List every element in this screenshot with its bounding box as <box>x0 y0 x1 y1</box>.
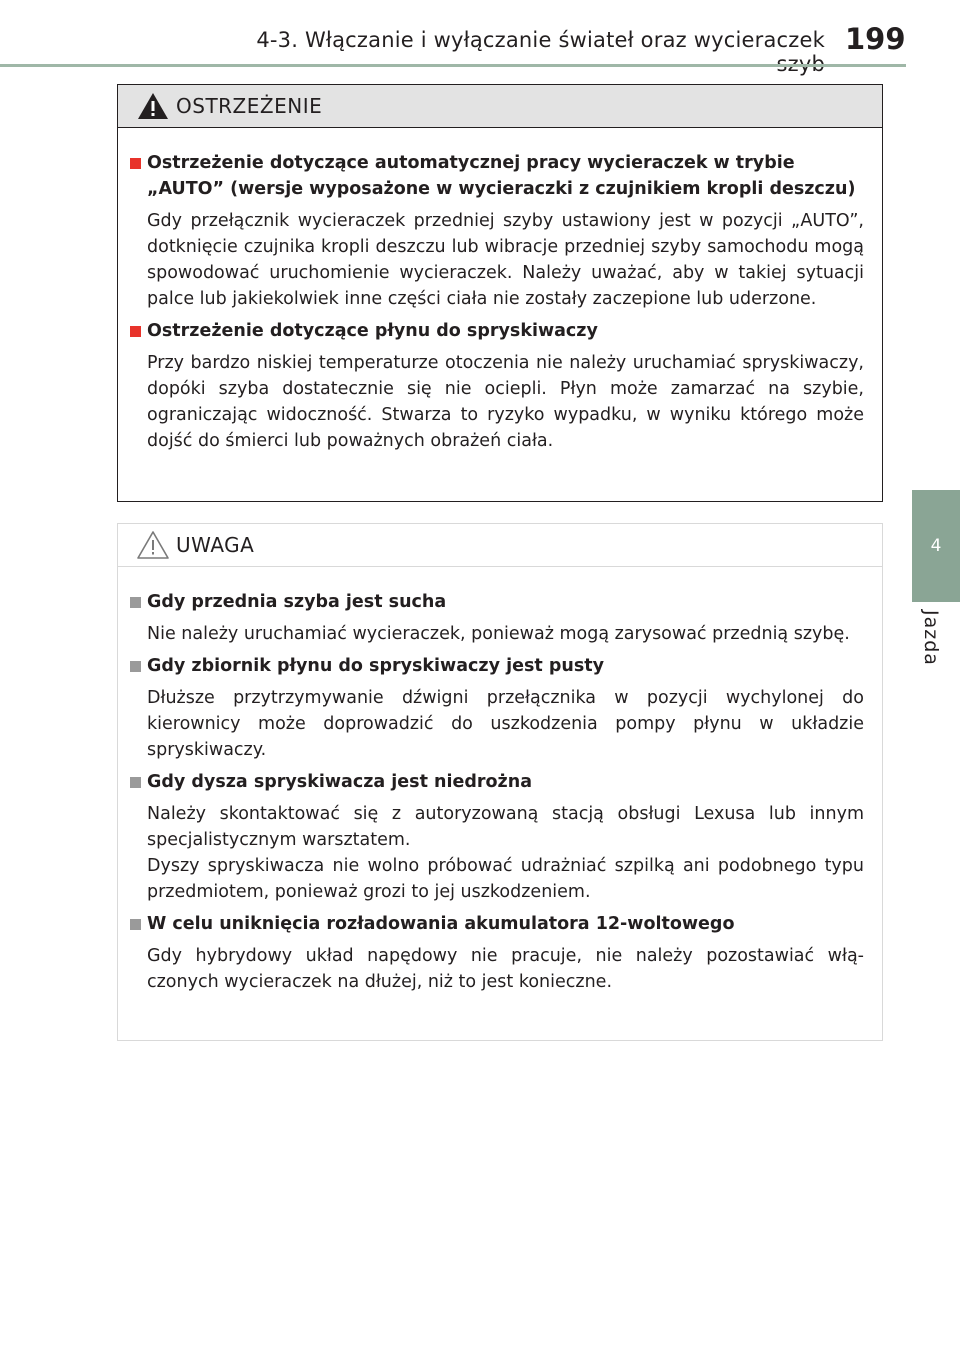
warning-item-text: Przy bardzo niskiej temperaturze otoczen… <box>147 353 864 451</box>
notice-box-body: Gdy przednia szyba jest sucha Nie należy… <box>118 567 882 995</box>
notice-item-text: Nie należy uruchamiać wycieraczek, ponie… <box>147 624 850 644</box>
gray-square-bullet-icon <box>130 661 141 672</box>
notice-item-text: Należy skontaktować się z autoryzowaną s… <box>147 804 864 902</box>
warning-item-heading: Ostrzeżenie dotyczące płynu do spryskiwa… <box>130 318 864 344</box>
notice-item-heading: Gdy zbiornik płynu do spryskiwaczy jest … <box>130 653 864 679</box>
red-square-bullet-icon <box>130 158 141 169</box>
warning-box: OSTRZEŻENIE Ostrzeżenie dotyczące automa… <box>117 84 883 502</box>
chapter-tab[interactable]: 4 <box>912 490 960 602</box>
notice-box-title: UWAGA <box>176 533 255 557</box>
notice-item-text: Dłuższe przytrzymywanie dźwigni przełącz… <box>147 688 864 760</box>
warning-item-heading: Ostrzeżenie dotyczące automatycznej prac… <box>130 150 864 202</box>
header-title: 4-3. Włączanie i wyłączanie świateł oraz… <box>256 28 825 76</box>
notice-item-heading: W celu uniknięcia rozładowania akumulato… <box>130 911 864 937</box>
chapter-number: 4 <box>930 536 942 556</box>
header-rule <box>0 64 906 67</box>
notice-item-heading: Gdy przednia szyba jest sucha <box>130 589 864 615</box>
gray-square-bullet-icon <box>130 777 141 788</box>
gray-square-bullet-icon <box>130 597 141 608</box>
warning-triangle-icon <box>138 93 168 119</box>
notice-box: UWAGA Gdy przednia szyba jest sucha Nie … <box>117 523 883 1041</box>
notice-box-header: UWAGA <box>118 524 882 567</box>
notice-item-heading: Gdy dysza spryskiwacza jest niedrożna <box>130 769 864 795</box>
warning-box-header: OSTRZEŻENIE <box>118 85 882 128</box>
warning-box-title: OSTRZEŻENIE <box>176 94 323 118</box>
chapter-label: Jazda <box>920 610 942 666</box>
page-number: 199 <box>845 22 906 56</box>
gray-square-bullet-icon <box>130 919 141 930</box>
notice-item-text: Gdy hybrydowy układ napędowy nie pracuje… <box>147 946 864 992</box>
warning-box-body: Ostrzeżenie dotyczące automatycznej prac… <box>118 128 882 454</box>
caution-triangle-icon <box>137 531 169 559</box>
red-square-bullet-icon <box>130 326 141 337</box>
warning-item-text: Gdy przełącznik wycieraczek przedniej sz… <box>147 211 864 309</box>
